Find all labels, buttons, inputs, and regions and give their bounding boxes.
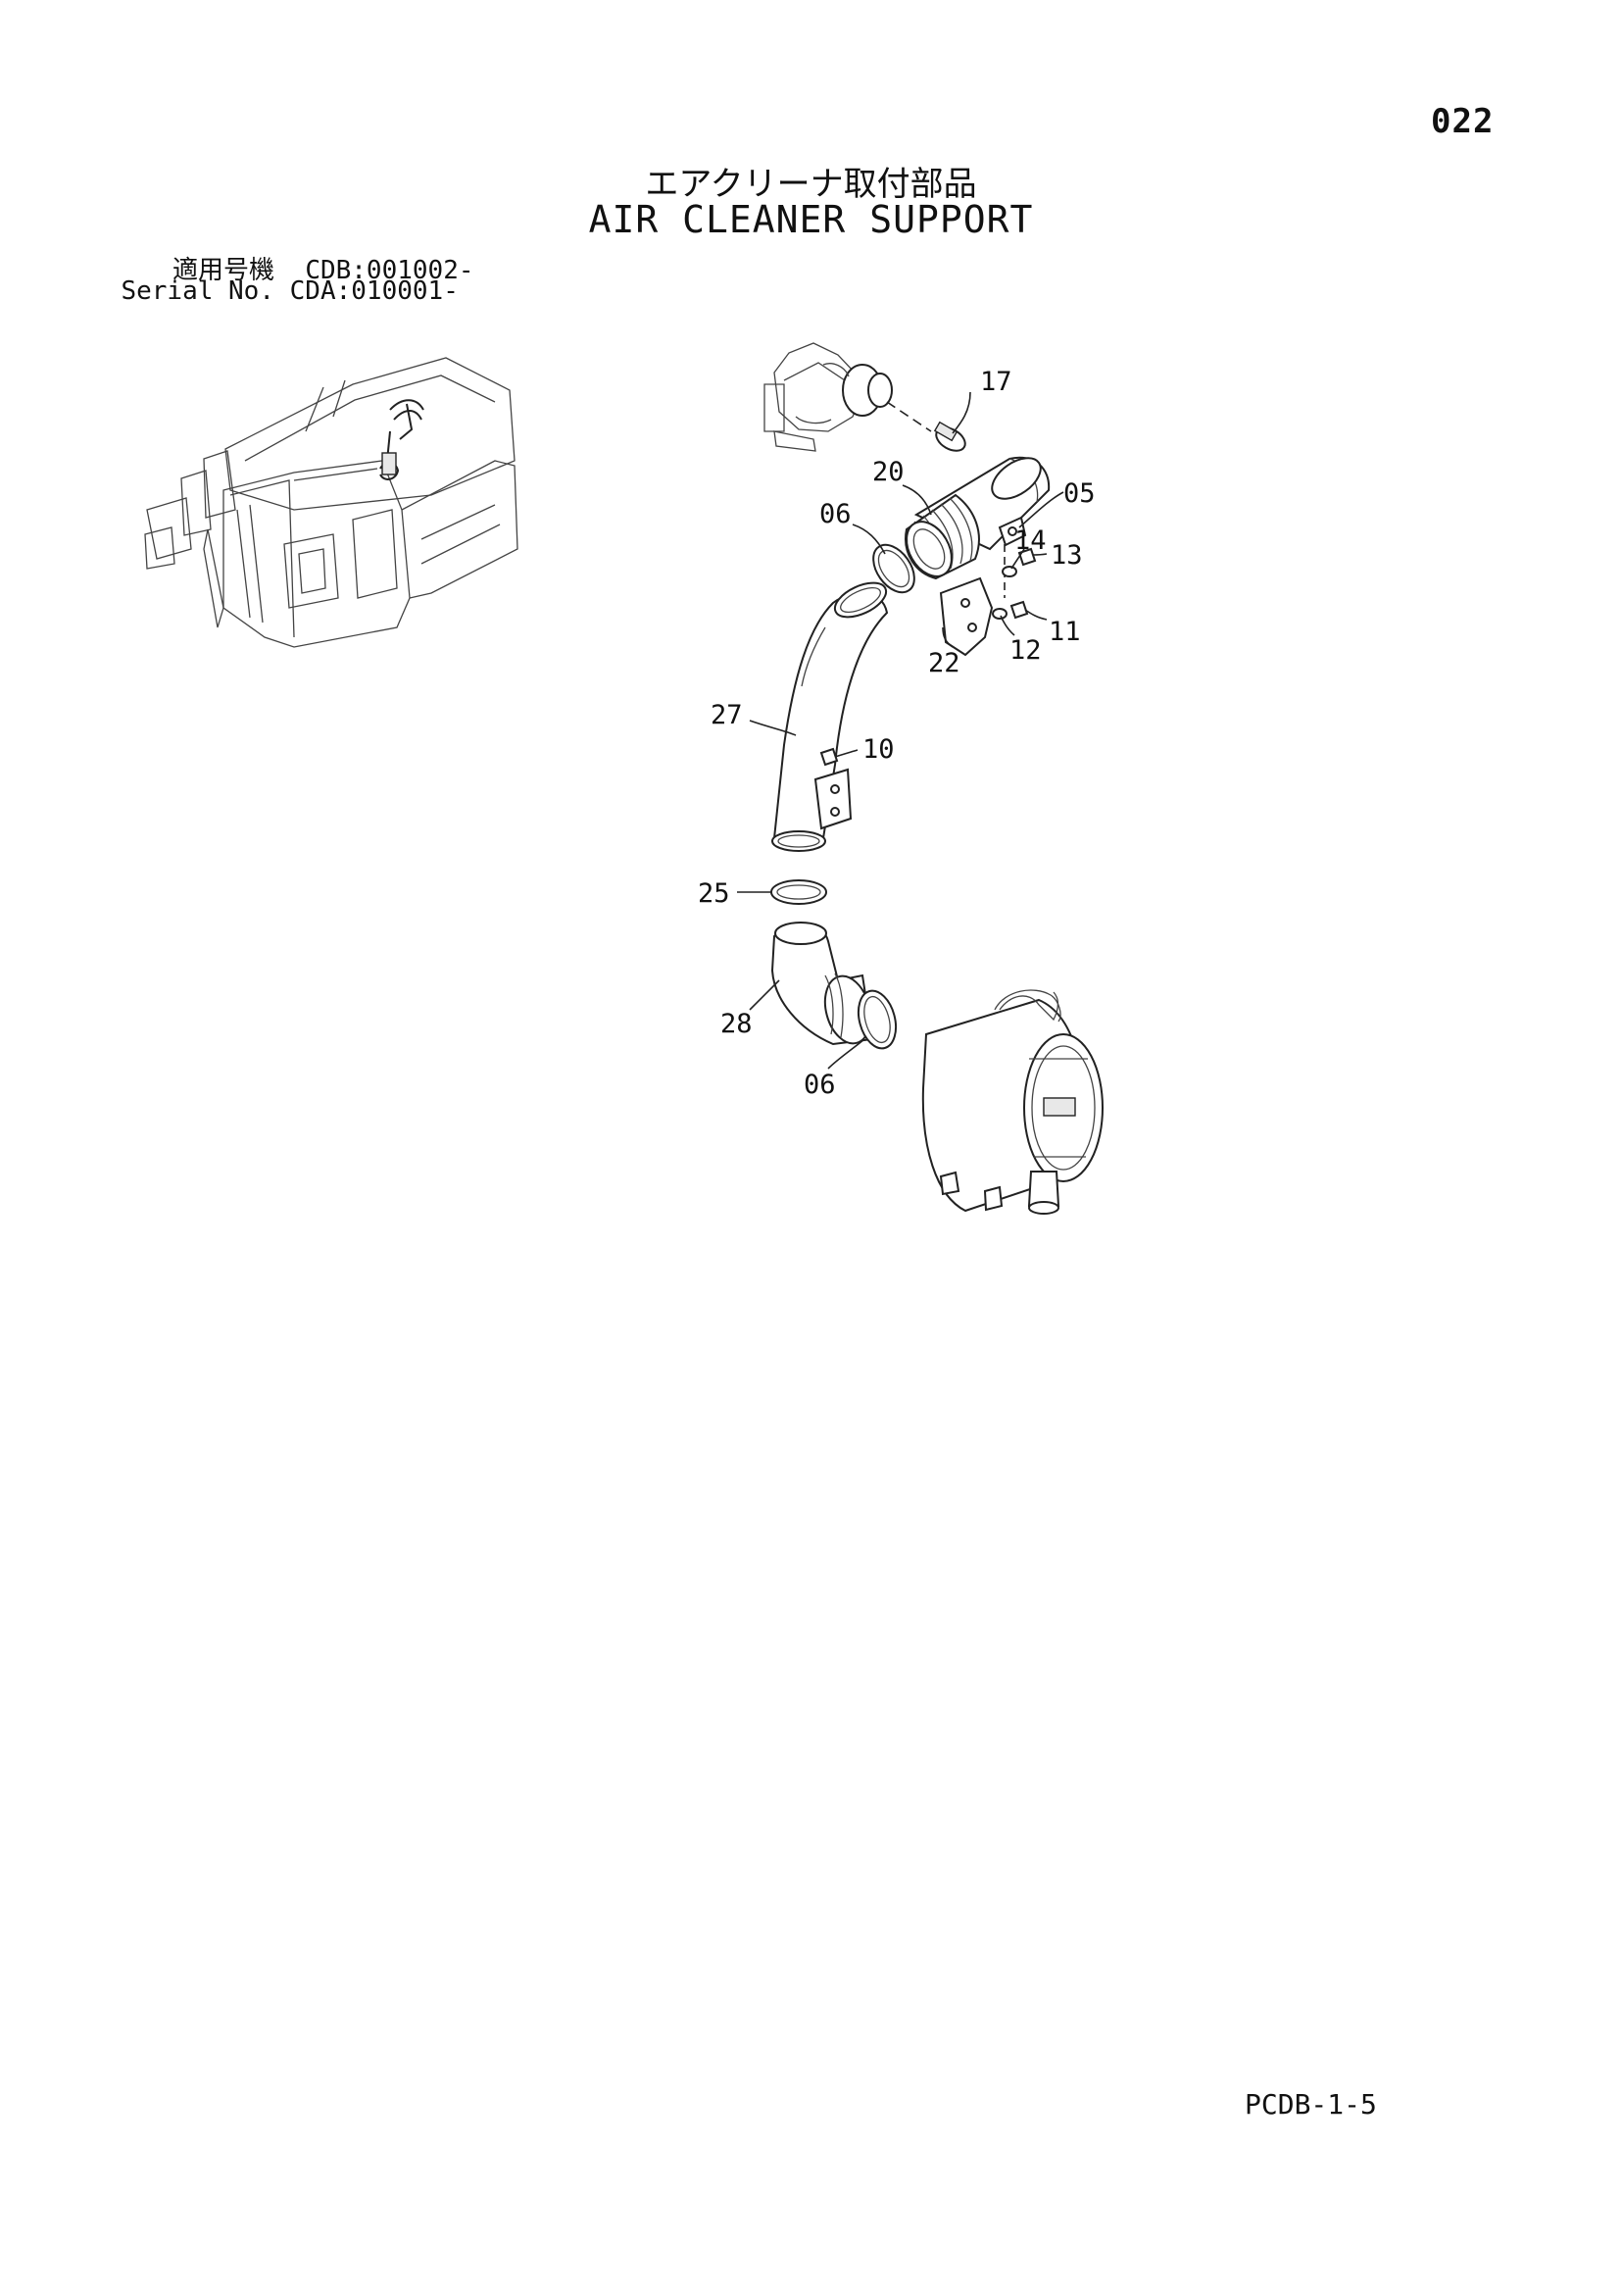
leader-17 [952,391,971,434]
clamp-06-lower [857,989,898,1050]
leader-13 [1032,553,1048,556]
part-label-28: 28 [720,1009,753,1039]
leader-20 [902,484,932,516]
dashed-connection-line [886,401,932,432]
serial-row-applicable: 適用号機 CDB:001002- [125,250,474,286]
page-title-japanese: エアクリーナ取付部品 [645,165,977,204]
part-label-11: 11 [1049,617,1081,647]
inlet-pipe-20 [905,456,1051,580]
part-label-06-upper: 06 [819,499,852,529]
air-cleaner-assembly [921,989,1104,1215]
part-label-05: 05 [1063,478,1096,509]
clamp-25 [770,879,827,905]
part-label-25: 25 [698,878,730,909]
leader-22 [942,626,954,648]
leader-28 [749,979,780,1011]
part-label-14: 14 [1014,525,1047,556]
machine-overview-illustration [144,357,518,648]
part-label-13: 13 [1051,540,1083,571]
part-label-27: 27 [711,700,743,730]
serial-label-japanese: 適用号機 [172,256,274,285]
leader-27 [749,720,797,736]
elbow-hose-28 [770,922,874,1046]
footer-page-code: PCDB-1-5 [1245,2088,1377,2121]
serial-range-cda: CDA:010001- [289,276,459,306]
turbocharger [763,342,893,452]
page-number: 022 [1431,102,1495,141]
bolt-13 [1017,547,1037,567]
bolt-10 [819,747,839,767]
leader-12 [1000,615,1015,636]
leader-14 [1010,548,1025,570]
leader-11 [1024,609,1048,621]
washer-12 [992,608,1008,620]
bolt-11 [1009,600,1029,620]
leader-06b [827,1038,865,1070]
serial-label-english: Serial No. [121,276,274,306]
serial-row-number: Serial No. CDA:010001- [113,276,459,306]
washer-14 [1002,566,1017,577]
part-label-17: 17 [980,367,1012,397]
page-title: AIR CLEANER SUPPORT [588,198,1034,241]
part-label-06-lower: 06 [804,1070,836,1100]
serial-range-cdb: CDB:001002- [305,256,474,285]
air-pipe-27 [771,581,889,852]
clamp-17 [933,421,966,452]
bracket-22 [939,544,1006,657]
part-label-22: 22 [928,648,960,678]
leader-06a [852,524,886,555]
leader-10 [834,749,859,758]
clamp-06-upper [872,543,915,594]
part-label-12: 12 [1009,635,1042,666]
part-label-10: 10 [862,734,895,765]
part-label-20: 20 [872,457,905,487]
leader-05 [1018,491,1064,528]
